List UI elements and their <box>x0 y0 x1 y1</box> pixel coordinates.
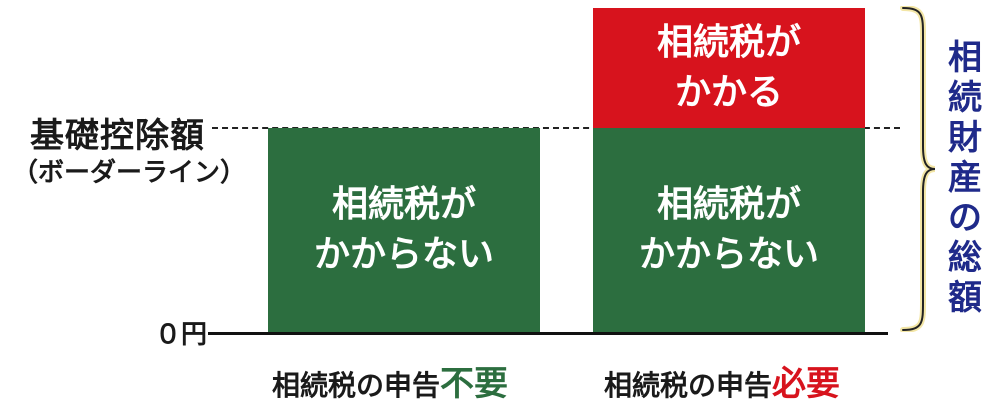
total-brace <box>900 6 936 332</box>
left-block-no-tax: 相続税が かからない <box>268 128 540 332</box>
right-bottom-block-no-tax: 相続税が かからない <box>593 128 865 332</box>
zero-label: ０円 <box>155 320 208 350</box>
baseline <box>208 332 888 335</box>
right-top-block-line2: かかる <box>674 72 783 113</box>
threshold-title: 基礎控除額 <box>30 116 205 156</box>
right-bottom-block-line2: かからない <box>638 234 819 275</box>
left-caption: 相続税の申告不要 <box>272 356 508 405</box>
right-caption: 相続税の申告必要 <box>604 356 840 405</box>
total-assets-label: 相続財産の総額 <box>948 38 982 318</box>
right-top-block-line1: 相続税が <box>656 22 801 63</box>
right-top-block-taxed: 相続税が かかる <box>593 8 865 128</box>
threshold-dashed-line <box>212 127 900 129</box>
right-caption-prefix: 相続税の申告 <box>604 369 773 402</box>
right-bottom-block-line1: 相続税が <box>656 184 801 225</box>
right-caption-highlight: 必要 <box>772 364 841 404</box>
threshold-subtitle: （ボーダーライン） <box>12 158 247 188</box>
left-caption-prefix: 相続税の申告 <box>272 369 441 402</box>
left-caption-highlight: 不要 <box>440 364 509 404</box>
left-block-line1: 相続税が <box>331 184 476 225</box>
left-block-line2: かからない <box>313 234 494 275</box>
